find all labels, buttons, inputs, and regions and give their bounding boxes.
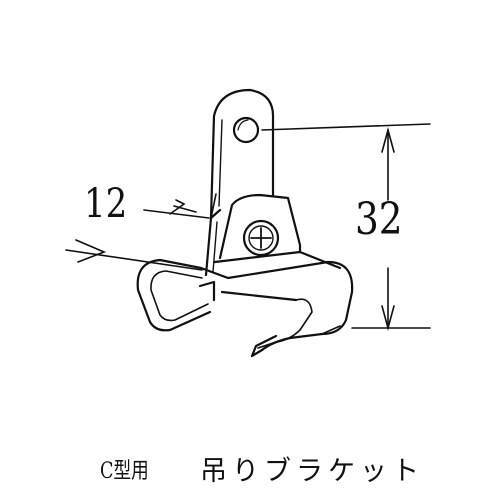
clip-top-edge [199, 260, 330, 280]
bolt-head-inner [248, 225, 274, 251]
mounting-hole [232, 116, 260, 144]
bolt-head [242, 219, 280, 257]
mounting-tab [209, 88, 275, 220]
mounting-hole-shade [237, 119, 249, 131]
width-arrow-upper [173, 205, 197, 213]
caption-type-label: C型用 [100, 459, 149, 484]
height-extension-top [261, 123, 431, 131]
mounting-tab-inner-edge [218, 119, 223, 207]
height-arrow-top [381, 126, 395, 153]
front-plate [218, 193, 302, 260]
width-arrow-upper-head [169, 199, 186, 215]
right-hook-end [250, 334, 278, 358]
width-leader-upper [143, 209, 210, 219]
right-hook-inner [257, 298, 313, 349]
right-hook-bottom [321, 325, 341, 335]
left-hook-end [198, 280, 216, 302]
height-dimension-label: 32 [355, 194, 403, 245]
clip-middle-edge [220, 290, 298, 302]
height-arrow-bottom [381, 305, 395, 332]
width-dimension-label: 12 [84, 181, 128, 227]
width-leader-lower [65, 249, 203, 271]
caption-part-name: 吊りブラケット [200, 456, 424, 487]
width-arrow-lower [75, 239, 107, 263]
left-hook-inner [150, 270, 209, 322]
front-plate-fold-inner [212, 221, 218, 273]
width-extension-tab [210, 193, 217, 219]
caption: C型用 吊りブラケット [0, 449, 500, 489]
clip-top-back-edge [213, 250, 342, 270]
